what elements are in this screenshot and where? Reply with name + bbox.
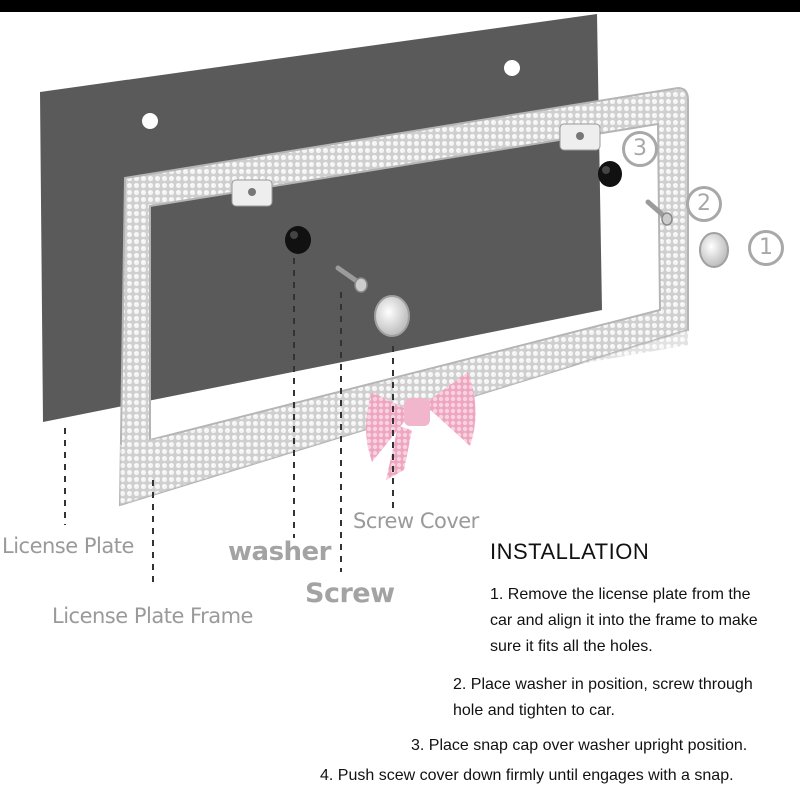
screw-left [335, 265, 368, 293]
installation-step-2: 2. Place washer in position, screw throu… [453, 672, 753, 724]
washer-right [598, 161, 622, 187]
screw-cover-right [699, 232, 729, 268]
label-screw-cover: Screw Cover [353, 509, 479, 533]
step-marker-1: 1 [748, 230, 784, 266]
plate-hole-left [142, 113, 158, 129]
top-border-bar [0, 0, 800, 12]
label-license-plate: License Plate [2, 534, 134, 558]
label-washer: washer [228, 537, 332, 567]
label-screw: Screw [305, 578, 395, 609]
screw-cover-left [374, 295, 410, 337]
plate-hole-right [504, 60, 520, 76]
step-1-line-1: 1. Remove the license plate from the [490, 586, 751, 603]
screw-right [645, 199, 673, 226]
installation-title: INSTALLATION [490, 539, 650, 564]
step-marker-2: 2 [686, 186, 722, 222]
step-2-line-2: hole and tighten to car. [453, 702, 615, 719]
step-1-line-3: sure it fits all the holes. [490, 638, 653, 655]
label-license-plate-frame: License Plate Frame [52, 604, 253, 628]
installation-step-3: 3. Place snap cap over washer upright po… [411, 737, 748, 754]
step-1-line-2: car and align it into the frame to make [490, 612, 758, 629]
step-marker-3: 3 [622, 131, 658, 167]
license-plate [40, 14, 602, 422]
step-2-line-1: 2. Place washer in position, screw throu… [453, 676, 753, 693]
installation-step-1: 1. Remove the license plate from the car… [490, 582, 758, 660]
washer-left [285, 226, 311, 254]
installation-step-4: 4. Push scew cover down firmly until eng… [320, 767, 734, 784]
